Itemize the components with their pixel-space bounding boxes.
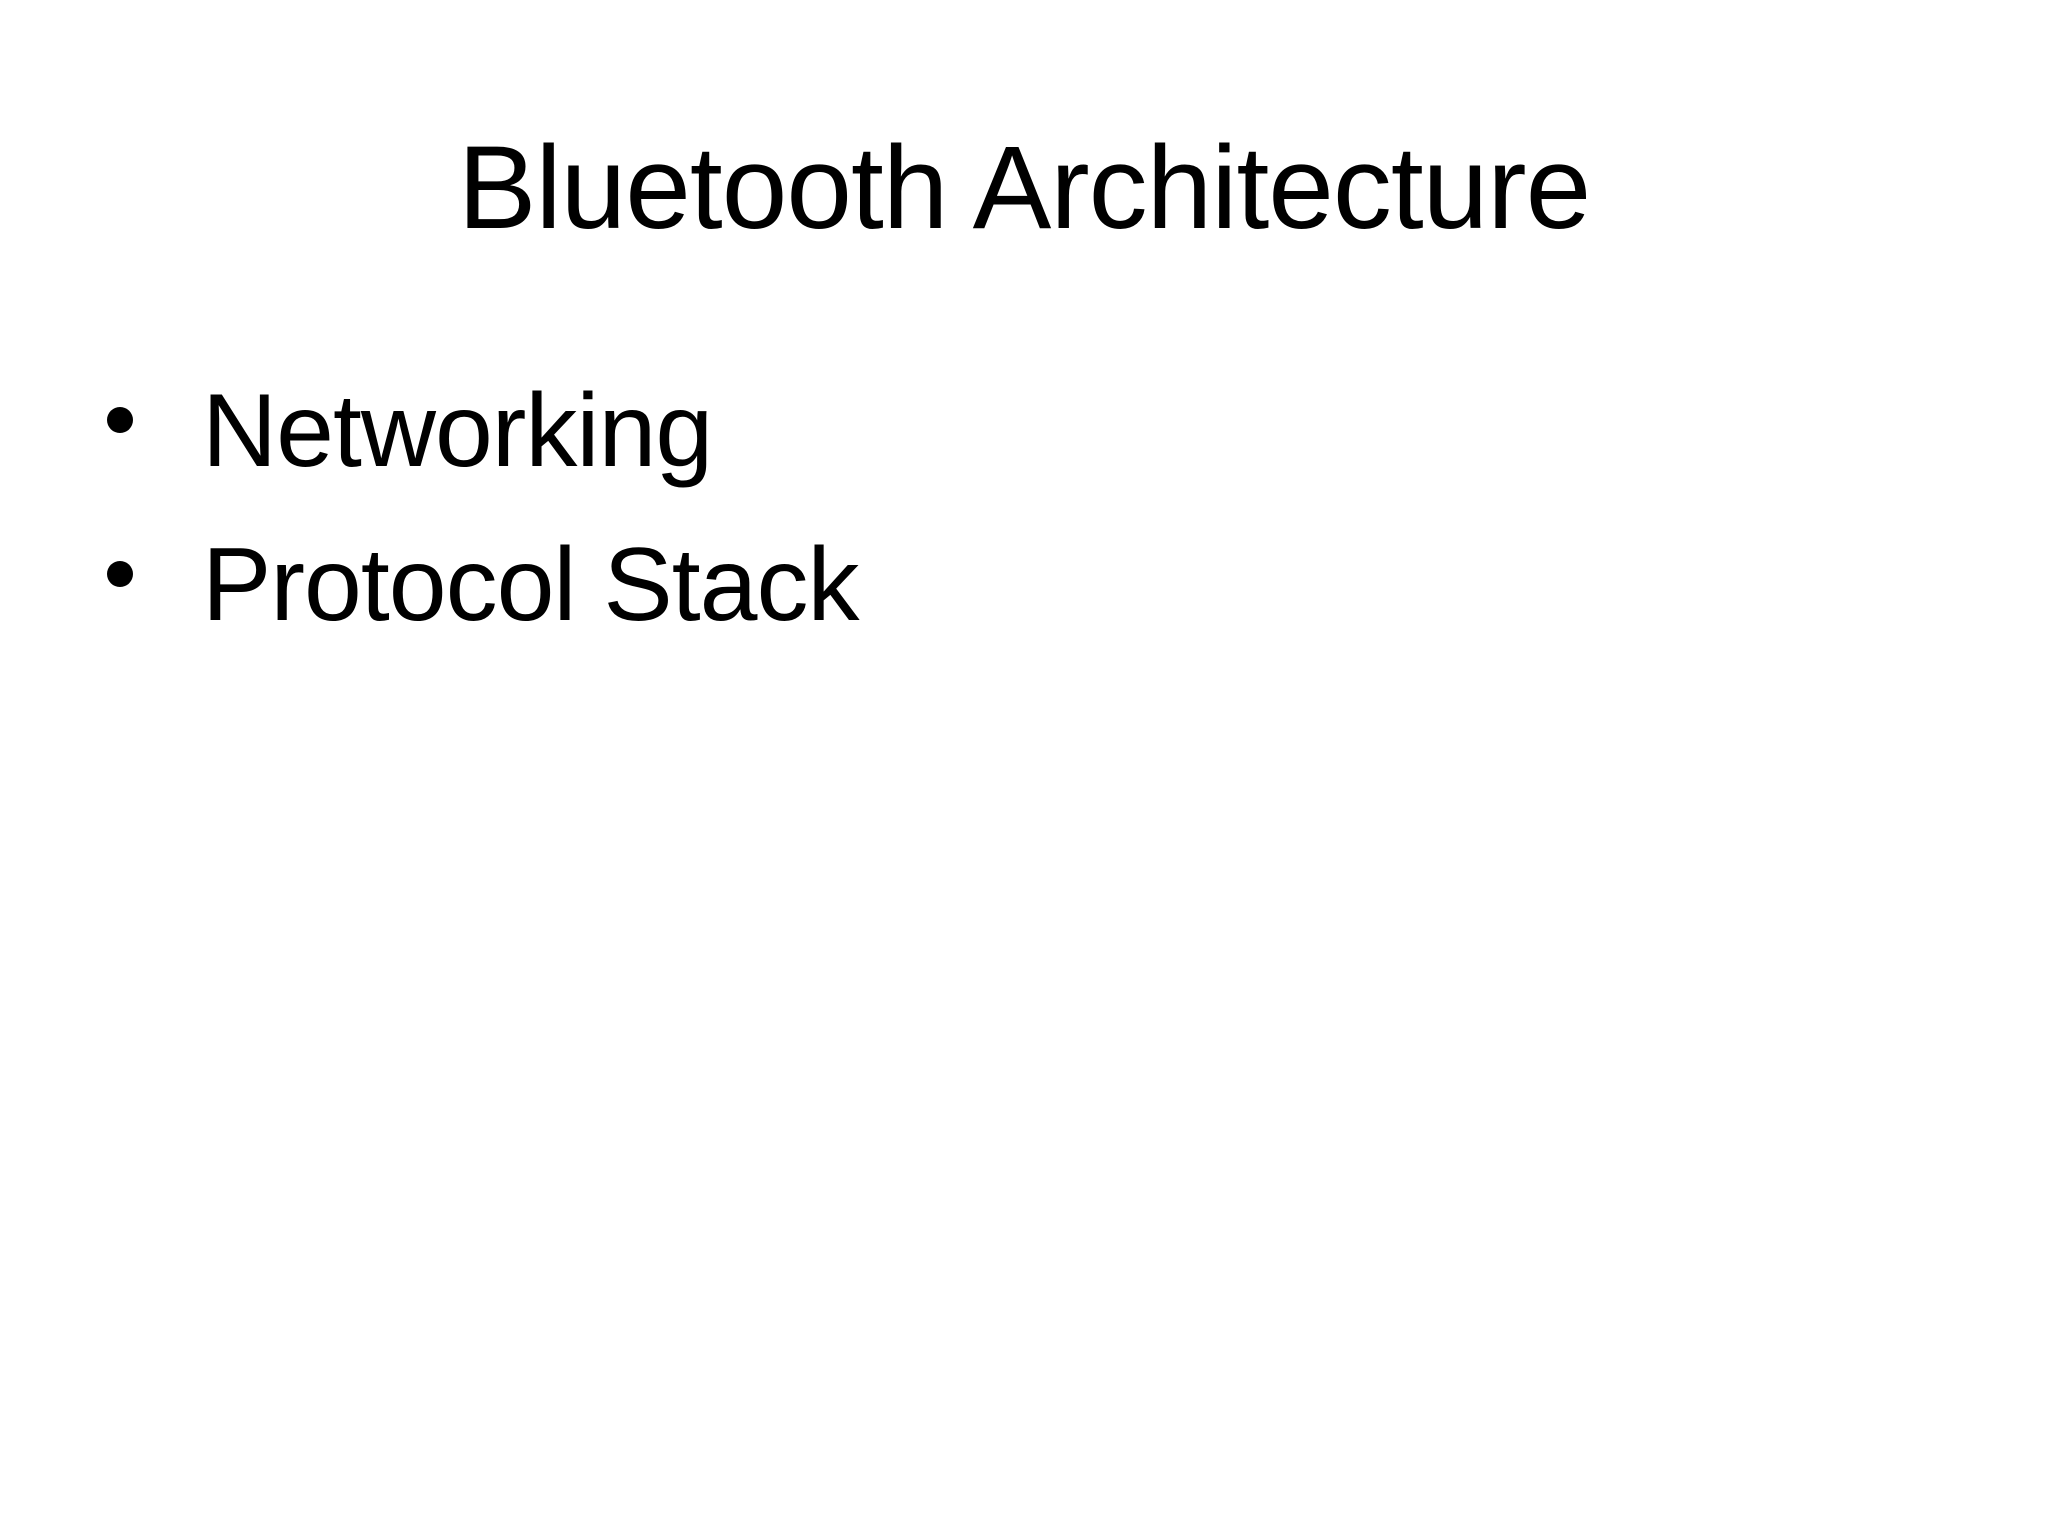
bullet-text: Networking xyxy=(202,373,713,489)
bullet-dot-icon xyxy=(107,407,133,433)
slide-title: Bluetooth Architecture xyxy=(457,122,1591,254)
bullet-dot-icon xyxy=(107,561,133,587)
bullet-text: Protocol Stack xyxy=(202,527,860,643)
